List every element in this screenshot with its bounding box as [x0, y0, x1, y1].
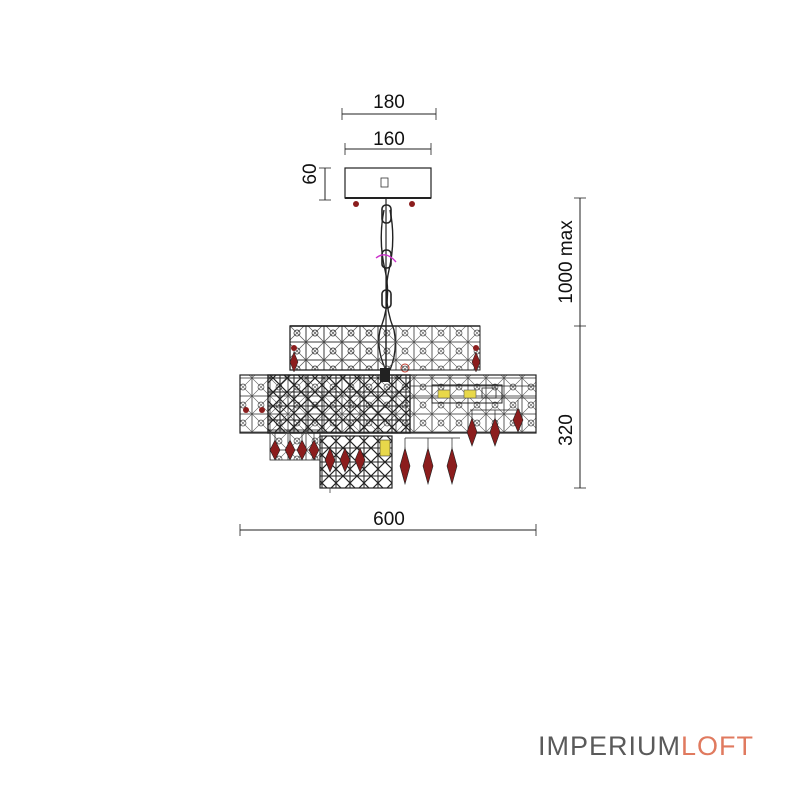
drop [489, 410, 501, 447]
dim-label-180: 180 [373, 92, 405, 113]
drop [422, 438, 434, 486]
brand-logo: IMPERIUMLOFT [538, 733, 754, 760]
dim-body-height: 320 [556, 326, 586, 489]
dim-label-320: 320 [556, 414, 577, 446]
drop [289, 351, 299, 373]
dim-label-160: 160 [373, 129, 405, 150]
dim-label-60: 60 [300, 163, 321, 184]
upper-crystal-tier [289, 325, 481, 371]
drop [446, 438, 458, 486]
main-crystal-tier [239, 368, 537, 434]
dim-canopy-height: 60 [300, 163, 331, 201]
drop [308, 433, 320, 461]
crystal-drops [269, 351, 524, 493]
drop [324, 447, 336, 493]
dim-body-width: 600 [239, 509, 537, 536]
ceiling-canopy [344, 167, 432, 207]
drop [354, 447, 366, 473]
dim-canopy-inner: 160 [344, 129, 432, 155]
drop [339, 447, 351, 473]
drop [466, 410, 478, 447]
drop [269, 433, 281, 461]
dim-label-600: 600 [373, 509, 405, 530]
drop [512, 400, 524, 433]
brand-part-imperium: IMPERIUM [538, 731, 681, 761]
drop [284, 433, 296, 461]
drop [399, 438, 411, 486]
drop [471, 351, 481, 373]
drop [296, 433, 308, 461]
brand-part-loft: LOFT [681, 731, 755, 761]
dim-canopy-outer: 180 [341, 92, 437, 120]
dim-label-1000-max: 1000 max [556, 220, 577, 304]
dim-chain-length: 1000 max [556, 197, 586, 327]
